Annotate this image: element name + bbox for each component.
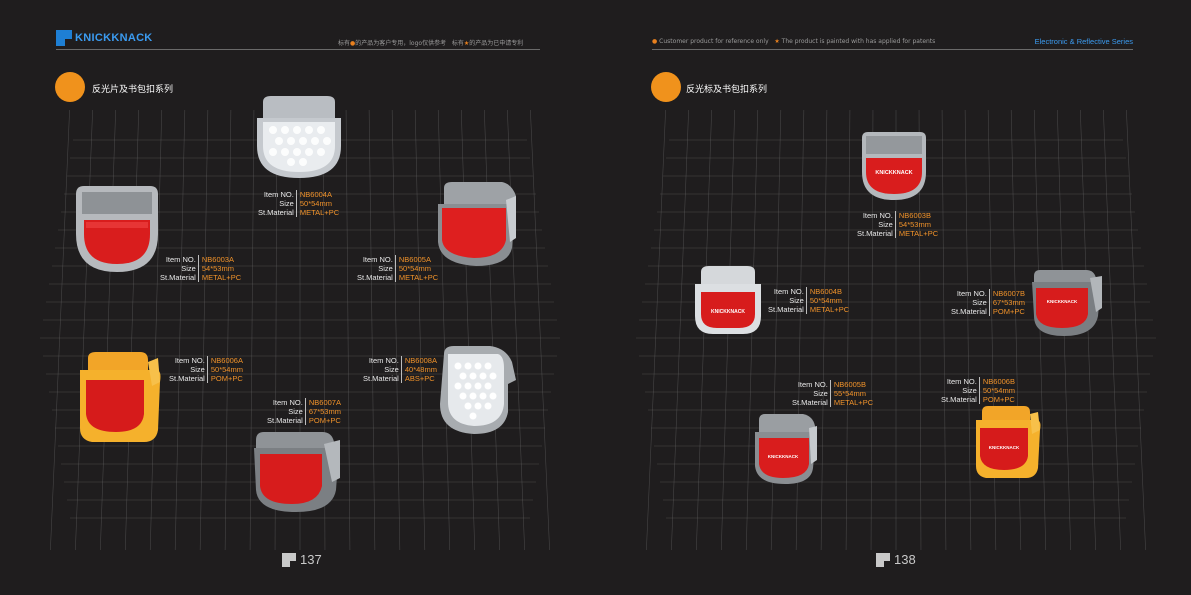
page-number-icon	[282, 552, 296, 567]
product-logo-text: KNICKKNACK	[711, 309, 745, 315]
header-note: 标有●的产品为客户专用，logo仅供参考 标有★的产品为已申请专利	[338, 40, 524, 47]
product-image-nb6006b: KNICKKNACK	[974, 406, 1042, 478]
product-logo-text: KNICKKNACK	[989, 445, 1020, 450]
page-number: 137	[282, 552, 322, 567]
page-number: 138	[876, 552, 916, 567]
product-logo-text: KNICKKNACK	[1047, 299, 1078, 304]
product-image-nb6007b: KNICKKNACK	[1030, 270, 1102, 338]
brand-logo-icon	[56, 30, 72, 46]
customer-mark-icon: ●	[652, 38, 658, 45]
section-dot-icon	[55, 72, 85, 102]
catalog-page-right: ● Customer product for reference only ★ …	[596, 0, 1191, 595]
header-note: ● Customer product for reference only ★ …	[652, 38, 936, 45]
product-image-nb6003b: KNICKKNACK	[858, 130, 930, 202]
header-rule	[652, 49, 1133, 50]
series-title: Electronic & Reflective Series	[1034, 37, 1133, 46]
product-image-nb6008a	[436, 346, 518, 436]
product-image-nb6005a	[436, 182, 518, 268]
brand-logo: KNICKKNACK	[56, 30, 153, 46]
product-image-nb6006a	[78, 352, 162, 442]
patent-star-icon: ★	[463, 40, 470, 47]
product-image-nb6004a	[255, 96, 343, 178]
section-title: 反光标及书包扣系列	[686, 85, 768, 95]
product-image-nb6005b: KNICKKNACK	[753, 414, 819, 486]
product-logo-text: KNICKKNACK	[875, 170, 912, 176]
product-image-nb6007a	[252, 432, 342, 514]
section-dot-icon	[651, 72, 681, 102]
header-rule	[56, 49, 540, 50]
product-logo-text: KNICKKNACK	[768, 454, 799, 459]
customer-mark-icon: ●	[350, 40, 356, 47]
product-image-nb6003a	[72, 184, 162, 274]
patent-star-icon: ★	[774, 38, 780, 45]
catalog-page-left: KNICKKNACK 标有●的产品为客户专用，logo仅供参考 标有★的产品为已…	[0, 0, 595, 595]
section-title: 反光片及书包扣系列	[92, 85, 174, 95]
page-number-icon	[876, 552, 890, 567]
product-image-nb6004b: KNICKKNACK	[693, 266, 763, 336]
brand-name: KNICKKNACK	[75, 32, 153, 44]
